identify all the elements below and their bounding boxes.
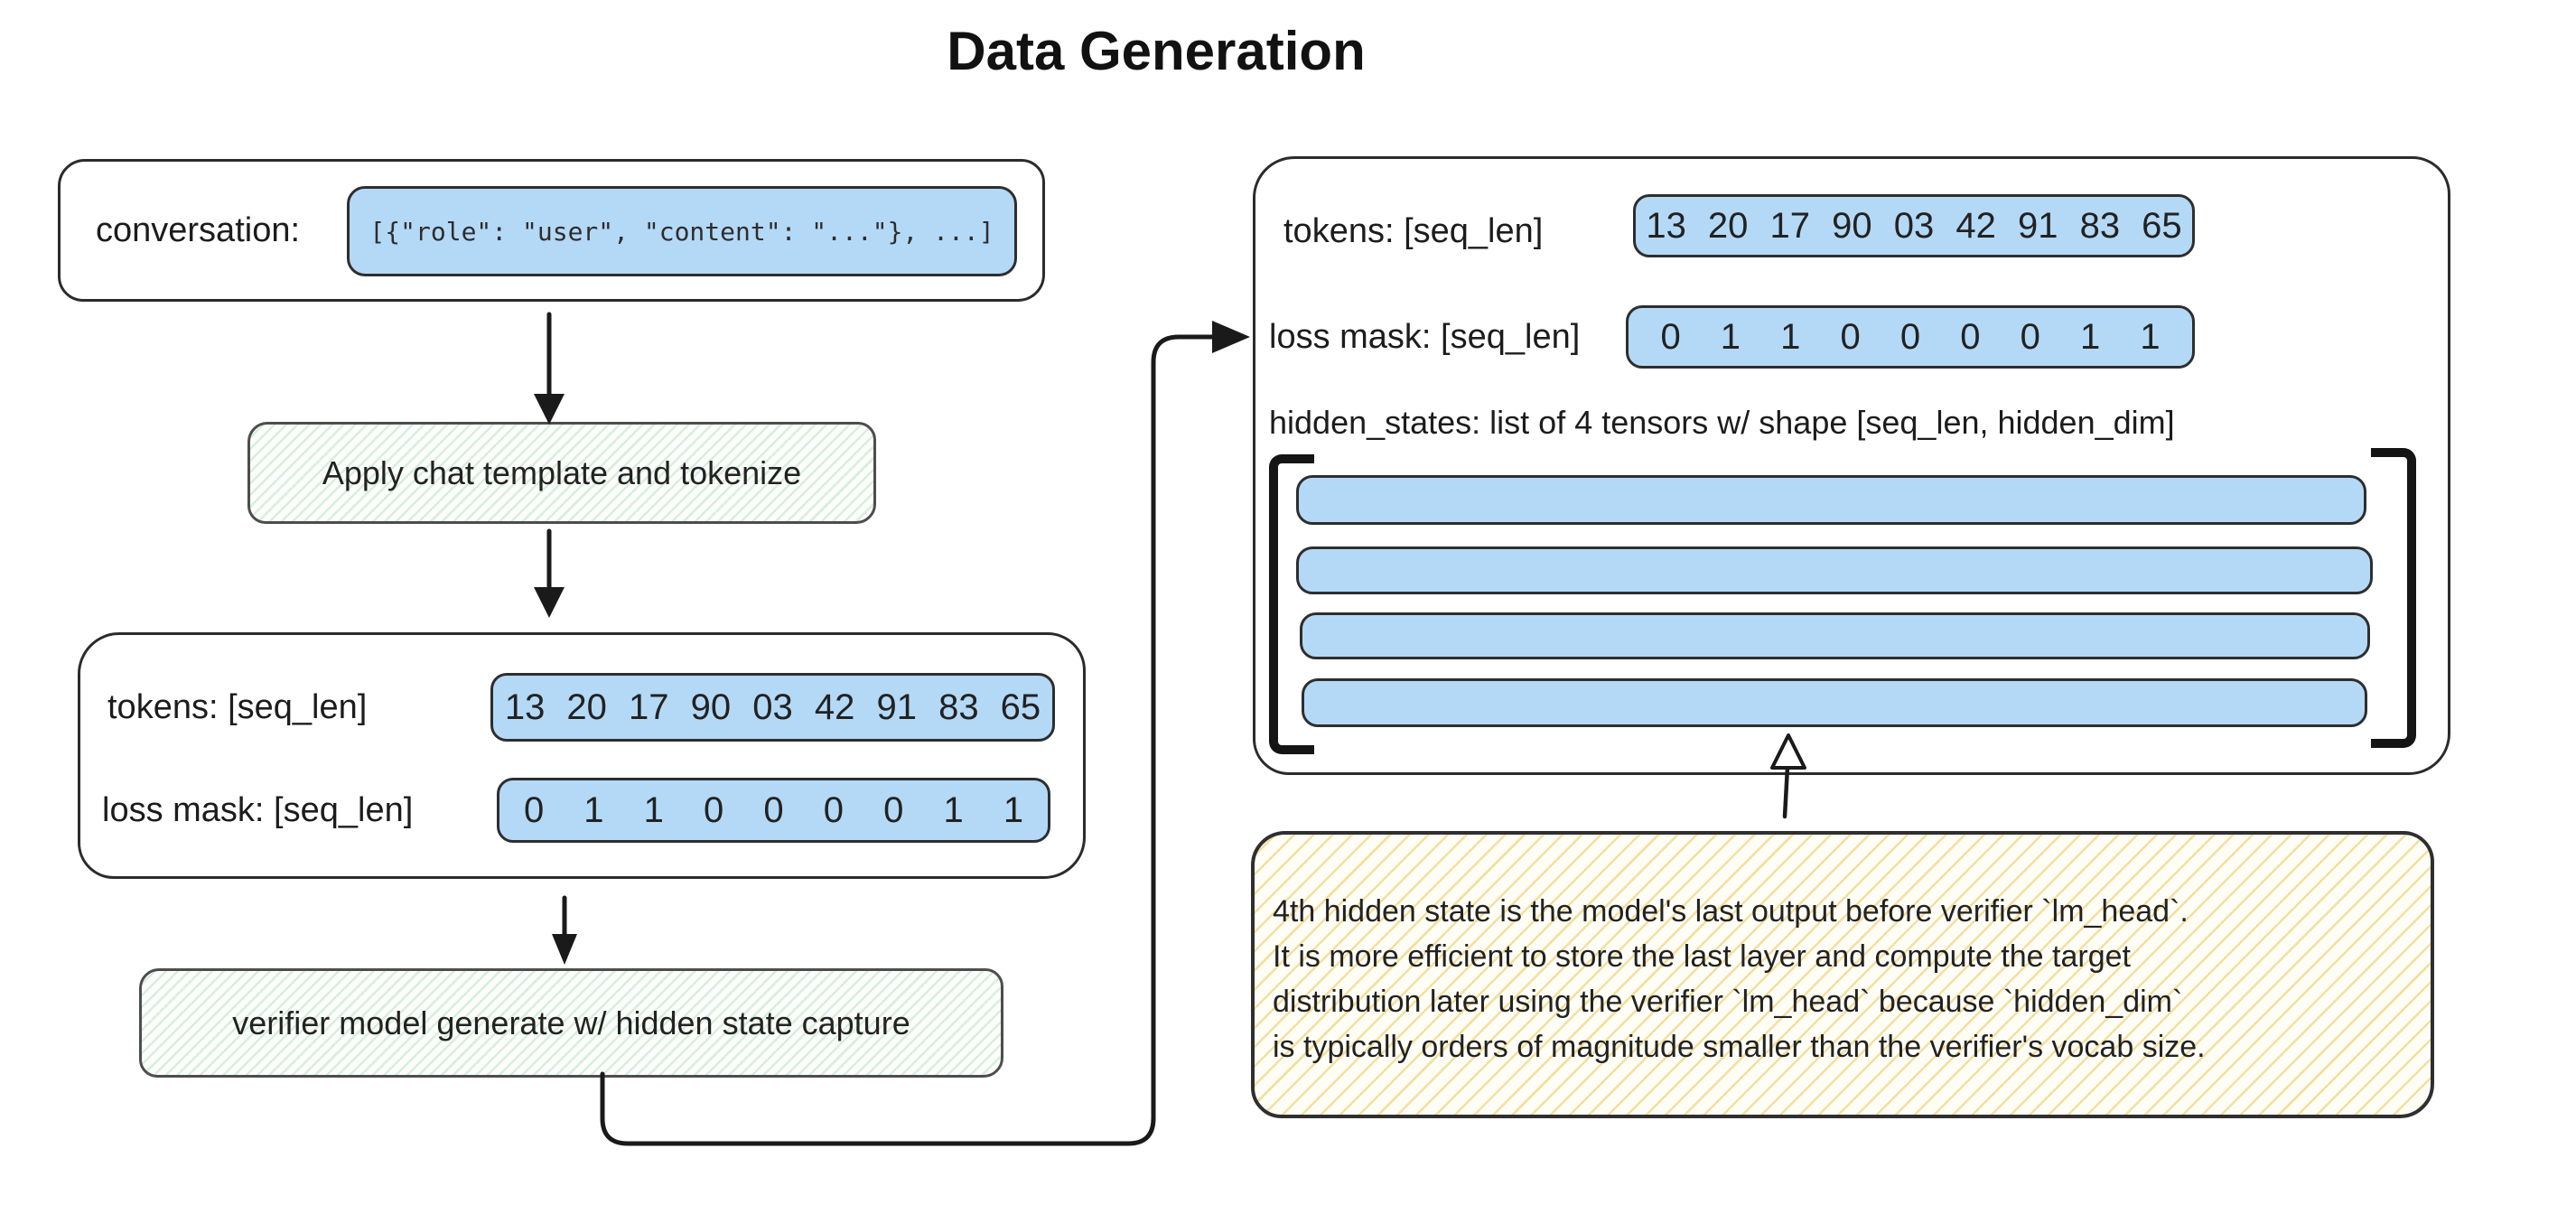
arrow-tokens-to-generate-head	[552, 934, 577, 965]
loss-mask-values-pill: 0 1 1 0 0 0 0 1 1	[497, 778, 1050, 843]
arrow-conversation-to-template-head	[534, 394, 565, 425]
tensor-list-open-bracket	[1269, 454, 1314, 754]
apply-chat-template-label: Apply chat template and tokenize	[322, 453, 802, 491]
verifier-generate-label: verifier model generate w/ hidden state …	[232, 1004, 910, 1041]
hidden-states-label: hidden_states: list of 4 tensors w/ shap…	[1269, 404, 2175, 441]
apply-chat-template-step: Apply chat template and tokenize	[247, 422, 876, 524]
output-loss-mask-label: loss mask: [seq_len]	[1269, 317, 1581, 356]
tokens-label: tokens: [seq_len]	[107, 687, 368, 726]
page-title: Data Generation	[947, 21, 1366, 81]
hidden-state-note: 4th hidden state is the model's last out…	[1251, 831, 2434, 1118]
hidden-state-tensor-bar	[1296, 546, 2373, 594]
output-tokens-values-pill: 13 20 17 90 03 42 91 83 65	[1633, 194, 2195, 257]
tokenized-box: tokens: [seq_len] 13 20 17 90 03 42 91 8…	[78, 632, 1086, 879]
verifier-generate-step: verifier model generate w/ hidden state …	[139, 968, 1003, 1078]
hidden-state-tensor-bar	[1302, 678, 2367, 727]
loss-mask-label: loss mask: [seq_len]	[102, 790, 414, 829]
generation-output-box: tokens: [seq_len] 13 20 17 90 03 42 91 8…	[1253, 156, 2450, 775]
output-tokens-label: tokens: [seq_len]	[1283, 211, 1544, 250]
conversation-code-pill: [{"role": "user", "content": "..."}, ...…	[347, 186, 1017, 276]
arrow-template-to-tokens-head	[534, 587, 565, 618]
note-line: is typically orders of magnitude smaller…	[1273, 1030, 2206, 1064]
output-loss-mask-values-pill: 0 1 1 0 0 0 0 1 1	[1626, 305, 2195, 369]
tokens-values-pill: 13 20 17 90 03 42 91 83 65	[490, 673, 1055, 742]
conversation-box: conversation: [{"role": "user", "content…	[58, 159, 1045, 302]
connector-generate-to-output-head	[1212, 321, 1250, 353]
hidden-state-tensor-bar	[1296, 475, 2366, 525]
hidden-state-tensor-bar	[1300, 612, 2370, 659]
tensor-list-close-bracket	[2371, 448, 2416, 748]
conversation-label: conversation:	[96, 210, 301, 249]
note-line: distribution later using the verifier `l…	[1273, 985, 2183, 1019]
note-line: It is more efficient to store the last l…	[1273, 939, 2131, 974]
note-line: 4th hidden state is the model's last out…	[1273, 894, 2189, 929]
